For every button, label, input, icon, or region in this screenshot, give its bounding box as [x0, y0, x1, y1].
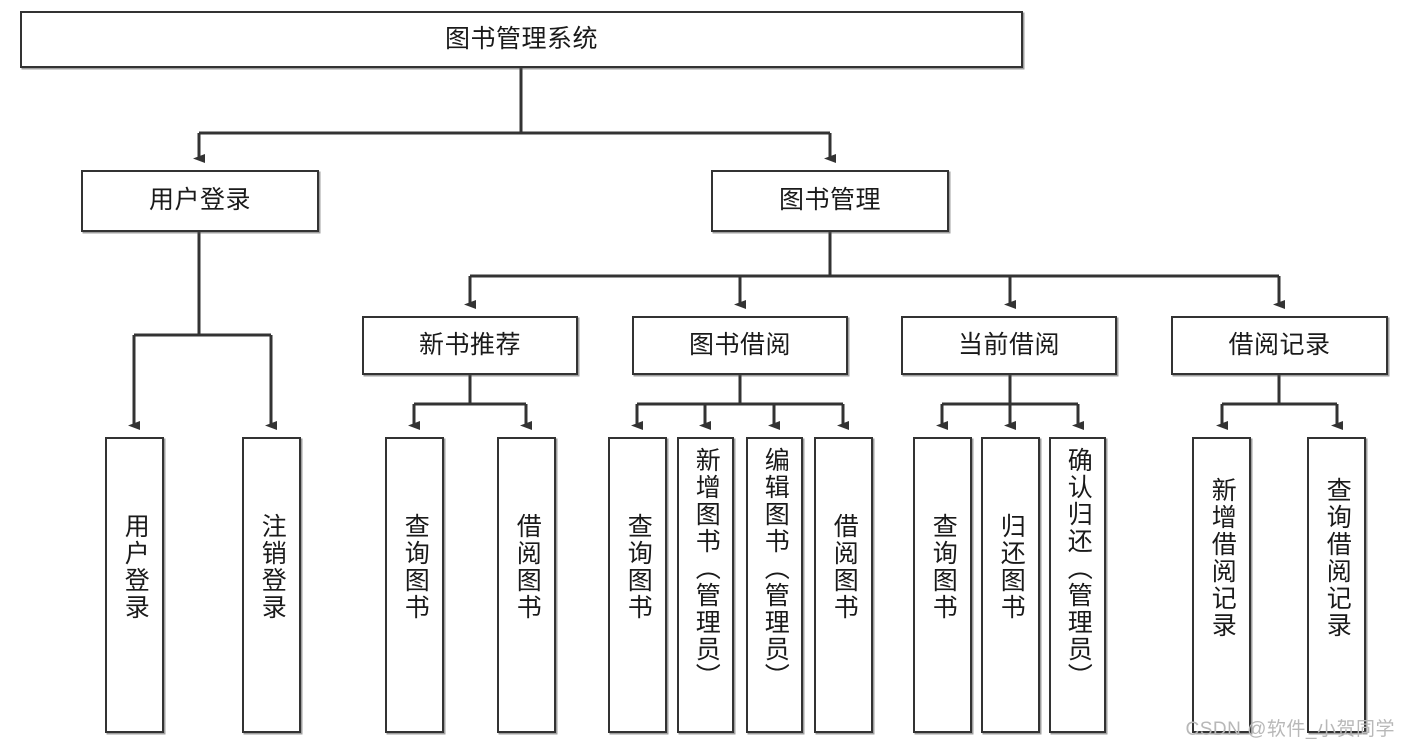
node-leaf-query-record-label: 查询借阅记录 — [1323, 477, 1352, 639]
node-leaf-query-book-1[interactable]: 查询图书 — [385, 437, 444, 733]
node-user-login-label: 用户登录 — [148, 186, 251, 215]
node-book-borrow-label: 图书借阅 — [688, 330, 791, 359]
node-borrow-record[interactable]: 借阅记录 — [1171, 316, 1388, 375]
node-current-borrow[interactable]: 当前借阅 — [901, 316, 1117, 375]
node-leaf-logout[interactable]: 注销登录 — [242, 437, 301, 733]
node-leaf-query-book-3[interactable]: 查询图书 — [913, 437, 972, 733]
node-leaf-confirm-return[interactable]: 确认归还（管理员） — [1049, 437, 1106, 733]
node-leaf-add-record[interactable]: 新增借阅记录 — [1192, 437, 1251, 733]
node-leaf-logout-label: 注销登录 — [258, 513, 287, 621]
node-leaf-borrow-book-1-label: 借阅图书 — [513, 513, 542, 621]
node-borrow-record-label: 借阅记录 — [1228, 330, 1331, 359]
node-current-borrow-label: 当前借阅 — [957, 330, 1060, 359]
node-leaf-return-book[interactable]: 归还图书 — [981, 437, 1040, 733]
node-leaf-query-book-1-label: 查询图书 — [401, 513, 430, 621]
node-leaf-borrow-book-2-label: 借阅图书 — [830, 513, 859, 621]
node-leaf-edit-book-label: 编辑图书（管理员） — [761, 447, 790, 690]
node-leaf-edit-book[interactable]: 编辑图书（管理员） — [746, 437, 803, 733]
node-book-borrow[interactable]: 图书借阅 — [632, 316, 848, 375]
node-book-manage[interactable]: 图书管理 — [711, 170, 949, 232]
node-user-login[interactable]: 用户登录 — [81, 170, 319, 232]
node-leaf-borrow-book-1[interactable]: 借阅图书 — [497, 437, 556, 733]
node-leaf-add-book[interactable]: 新增图书（管理员） — [677, 437, 734, 733]
node-leaf-query-book-2[interactable]: 查询图书 — [608, 437, 667, 733]
node-new-book-rec[interactable]: 新书推荐 — [362, 316, 578, 375]
node-leaf-user-login[interactable]: 用户登录 — [105, 437, 164, 733]
node-leaf-confirm-return-label: 确认归还（管理员） — [1064, 447, 1093, 690]
node-leaf-add-record-label: 新增借阅记录 — [1208, 477, 1237, 639]
node-new-book-rec-label: 新书推荐 — [418, 330, 521, 359]
node-leaf-query-book-3-label: 查询图书 — [929, 513, 958, 621]
node-leaf-borrow-book-2[interactable]: 借阅图书 — [814, 437, 873, 733]
node-leaf-query-record[interactable]: 查询借阅记录 — [1307, 437, 1366, 733]
node-leaf-add-book-label: 新增图书（管理员） — [692, 447, 721, 690]
node-root[interactable]: 图书管理系统 — [20, 11, 1023, 68]
node-root-label: 图书管理系统 — [444, 24, 598, 53]
node-leaf-query-book-2-label: 查询图书 — [624, 513, 653, 621]
node-leaf-return-book-label: 归还图书 — [997, 513, 1026, 621]
csdn-watermark: CSDN @软件_小贺同学 — [1185, 719, 1395, 740]
node-leaf-user-login-label: 用户登录 — [121, 513, 150, 621]
node-book-manage-label: 图书管理 — [778, 186, 881, 215]
